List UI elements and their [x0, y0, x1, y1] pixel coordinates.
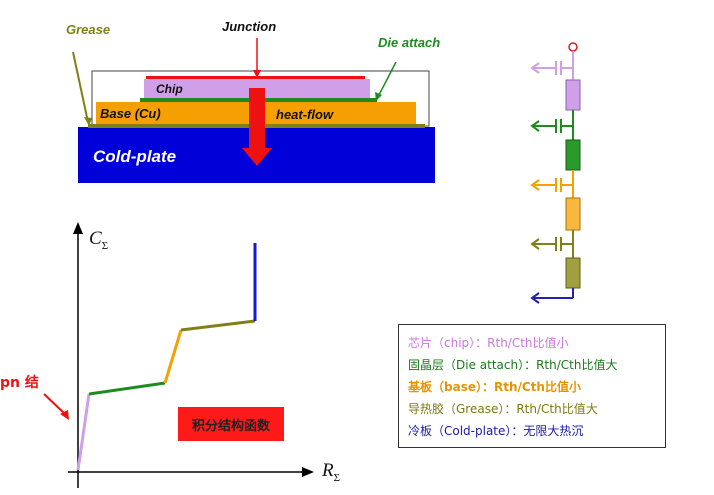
grease-pointer	[72, 51, 89, 123]
integral-structure-function-label: 积分结构函数	[178, 407, 284, 441]
chip-resistor	[565, 79, 581, 111]
heatflow-label: heat-flow	[276, 107, 334, 122]
die-attach-pointer-head	[375, 92, 382, 101]
legend-die-attach: 固晶层（Die attach）：Rth/Cth比值大	[408, 358, 618, 372]
chip-label: Chip	[156, 82, 183, 96]
junction-node	[568, 42, 578, 52]
x-axis-arrow	[302, 467, 314, 477]
die-attach-pointer	[378, 61, 397, 96]
legend-grease: 导热胶（Grease）：Rth/Cth比值大	[408, 402, 598, 416]
structure-function-plot	[43, 222, 314, 488]
base-label: Base (Cu)	[100, 106, 161, 121]
curve-die-attach-segment	[88, 381, 166, 396]
curve-grease-segment	[180, 319, 256, 332]
curve-chip-segment	[76, 393, 91, 471]
pn-arrow	[43, 393, 66, 415]
die-attach-resistor	[565, 139, 581, 171]
coldplate-label: Cold-plate	[93, 147, 177, 166]
x-axis-label: RΣ	[322, 460, 341, 484]
legend-chip: 芯片（chip）：Rth/Cth比值小	[408, 336, 569, 350]
pn-arrow-head	[60, 410, 69, 420]
legend-base: 基板（base）：Rth/Cth比值小	[408, 380, 581, 394]
base-resistor	[565, 197, 581, 231]
heatflow-arrow-head	[242, 148, 272, 166]
legend-box: 芯片（chip）：Rth/Cth比值小 固晶层（Die attach）：Rth/…	[398, 324, 666, 448]
legend-coldplate: 冷板（Cold-plate）：无限大热沉	[408, 424, 584, 438]
thermal-network	[530, 42, 581, 304]
die-attach-label: Die attach	[378, 35, 441, 50]
y-axis-label: CΣ	[89, 228, 109, 252]
grease-pointer-head	[84, 117, 92, 126]
grease-label: Grease	[66, 22, 111, 37]
junction-label: Junction	[222, 19, 277, 34]
heatflow-arrow-shaft	[249, 88, 265, 148]
curve-base-segment	[163, 329, 183, 384]
junction-line	[146, 76, 365, 79]
junction-arrow-head	[253, 70, 261, 78]
pn-junction-label: pn 结	[0, 375, 39, 391]
grease-resistor	[565, 257, 581, 289]
y-axis-arrow	[73, 222, 83, 234]
